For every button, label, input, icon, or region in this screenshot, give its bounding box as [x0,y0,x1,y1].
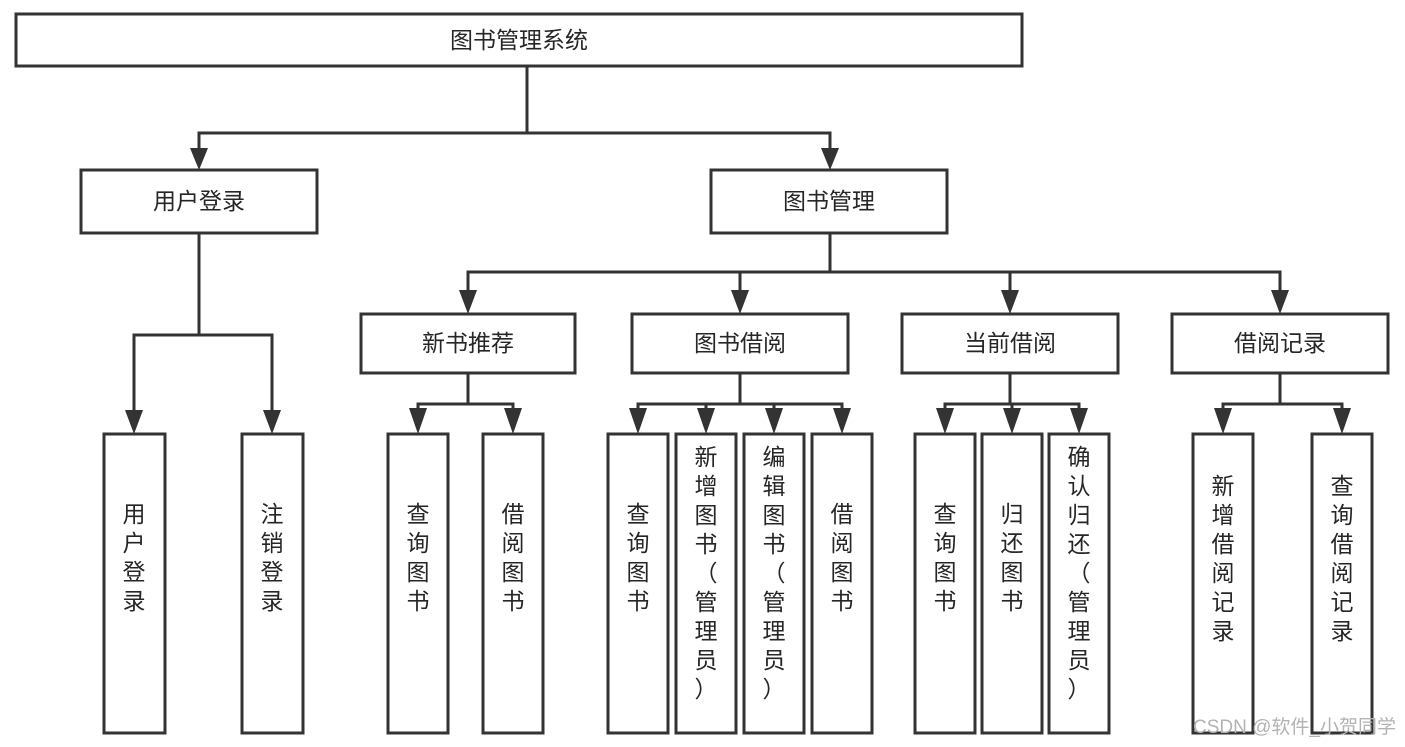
node-leaf-2-box[interactable] [240,432,305,735]
node-leaf-9-box[interactable] [913,432,977,735]
arrow-head-icon-leaf-2 [263,410,281,434]
node-root[interactable]: 图书管理系统 [14,12,1024,68]
arrow-head-icon-leaf-9 [936,408,954,434]
node-leaf-5-label: 查询图书 [627,501,650,614]
node-leaf-7-box[interactable] [742,432,806,735]
node-login[interactable]: 用户登录 [79,168,319,235]
node-leaf-9-label: 查询图书 [934,501,957,614]
arrow-head-icon-login [190,148,208,170]
arrow-head-icon-leaf-3 [409,408,427,434]
node-leaf-10-box[interactable] [980,432,1044,735]
node-record-label: 借阅记录 [1234,330,1326,356]
node-leaf-6-label: 新增图书（管理员） [695,444,718,702]
node-borrow[interactable]: 图书借阅 [630,312,850,375]
node-leaf-12[interactable]: 新增借阅记录 [1191,432,1255,735]
arrow-head-icon-leaf-11 [1070,408,1088,434]
node-leaf-1-box[interactable] [102,432,167,735]
node-current-label: 当前借阅 [964,330,1056,356]
node-newbook-box[interactable] [359,312,577,375]
node-bookmgmt-box[interactable] [709,168,949,235]
arrow-head-icon-leaf-10 [1003,408,1021,434]
node-leaf-12-box[interactable] [1191,432,1255,735]
csdn-watermark: CSDN @软件_小贺同学 [1193,716,1396,738]
node-current[interactable]: 当前借阅 [900,312,1120,375]
node-current-box[interactable] [900,312,1120,375]
leaf-node-group: 用户登录 注销登录 查询图书 借阅图书 查询图书 新增图书（管理员） [102,432,1374,735]
node-leaf-3[interactable]: 查询图书 [386,432,450,735]
node-leaf-8-box[interactable] [810,432,874,735]
arrow-head-icon-leaf-4 [504,408,522,434]
node-record[interactable]: 借阅记录 [1170,312,1390,375]
node-root-box[interactable] [14,12,1024,68]
arrow-head-icon-leaf-12 [1214,408,1232,434]
node-root-label: 图书管理系统 [450,27,588,53]
node-leaf-13-label: 查询借阅记录 [1331,473,1354,644]
node-leaf-5-box[interactable] [606,432,670,735]
arrow-head-icon-bookmgmt [821,148,839,170]
node-leaf-3-label: 查询图书 [407,501,430,614]
arrow-head-icon-newbook [459,290,477,314]
node-leaf-2-label: 注销登录 [261,501,284,614]
node-leaf-11-box[interactable] [1047,432,1111,735]
arrow-head-icon-leaf-6 [697,408,715,434]
node-borrow-label: 图书借阅 [694,330,786,356]
node-leaf-12-label: 新增借阅记录 [1212,473,1235,644]
node-leaf-10[interactable]: 归还图书 [980,432,1044,735]
arrow-head-icon-leaf-8 [833,408,851,434]
node-login-label: 用户登录 [153,188,245,214]
node-leaf-11[interactable]: 确认归还（管理员） [1047,432,1111,735]
node-leaf-11-label: 确认归还（管理员） [1068,444,1091,702]
arrow-head-icon-current [1001,290,1019,314]
node-bookmgmt[interactable]: 图书管理 [709,168,949,235]
node-leaf-6-box[interactable] [674,432,738,735]
node-leaf-4-box[interactable] [481,432,545,735]
node-leaf-7[interactable]: 编辑图书（管理员） [742,432,806,735]
node-newbook[interactable]: 新书推荐 [359,312,577,375]
arrow-head-icon-record [1271,290,1289,314]
node-leaf-8[interactable]: 借阅图书 [810,432,874,735]
node-leaf-1[interactable]: 用户登录 [102,432,167,735]
arrow-head-icon-leaf-7 [765,408,783,434]
node-leaf-6[interactable]: 新增图书（管理员） [674,432,738,735]
node-record-box[interactable] [1170,312,1390,375]
arrow-head-icon-leaf-1 [125,410,143,434]
node-leaf-4[interactable]: 借阅图书 [481,432,545,735]
node-leaf-10-label: 归还图书 [1001,501,1024,614]
node-login-box[interactable] [79,168,319,235]
node-leaf-13[interactable]: 查询借阅记录 [1310,432,1374,735]
arrow-head-icon-leaf-13 [1333,408,1351,434]
node-leaf-4-label: 借阅图书 [502,501,525,614]
node-bookmgmt-label: 图书管理 [783,188,875,214]
node-leaf-7-label: 编辑图书（管理员） [763,444,786,702]
node-leaf-9[interactable]: 查询图书 [913,432,977,735]
node-leaf-13-box[interactable] [1310,432,1374,735]
arrow-head-icon-leaf-5 [629,408,647,434]
node-borrow-box[interactable] [630,312,850,375]
node-leaf-3-box[interactable] [386,432,450,735]
node-leaf-2[interactable]: 注销登录 [240,432,305,735]
connector-layer [125,64,1351,434]
node-leaf-5[interactable]: 查询图书 [606,432,670,735]
arrow-head-icon-borrow [731,290,749,314]
node-newbook-label: 新书推荐 [422,330,514,356]
node-leaf-1-label: 用户登录 [123,501,146,614]
node-leaf-8-label: 借阅图书 [831,501,854,614]
